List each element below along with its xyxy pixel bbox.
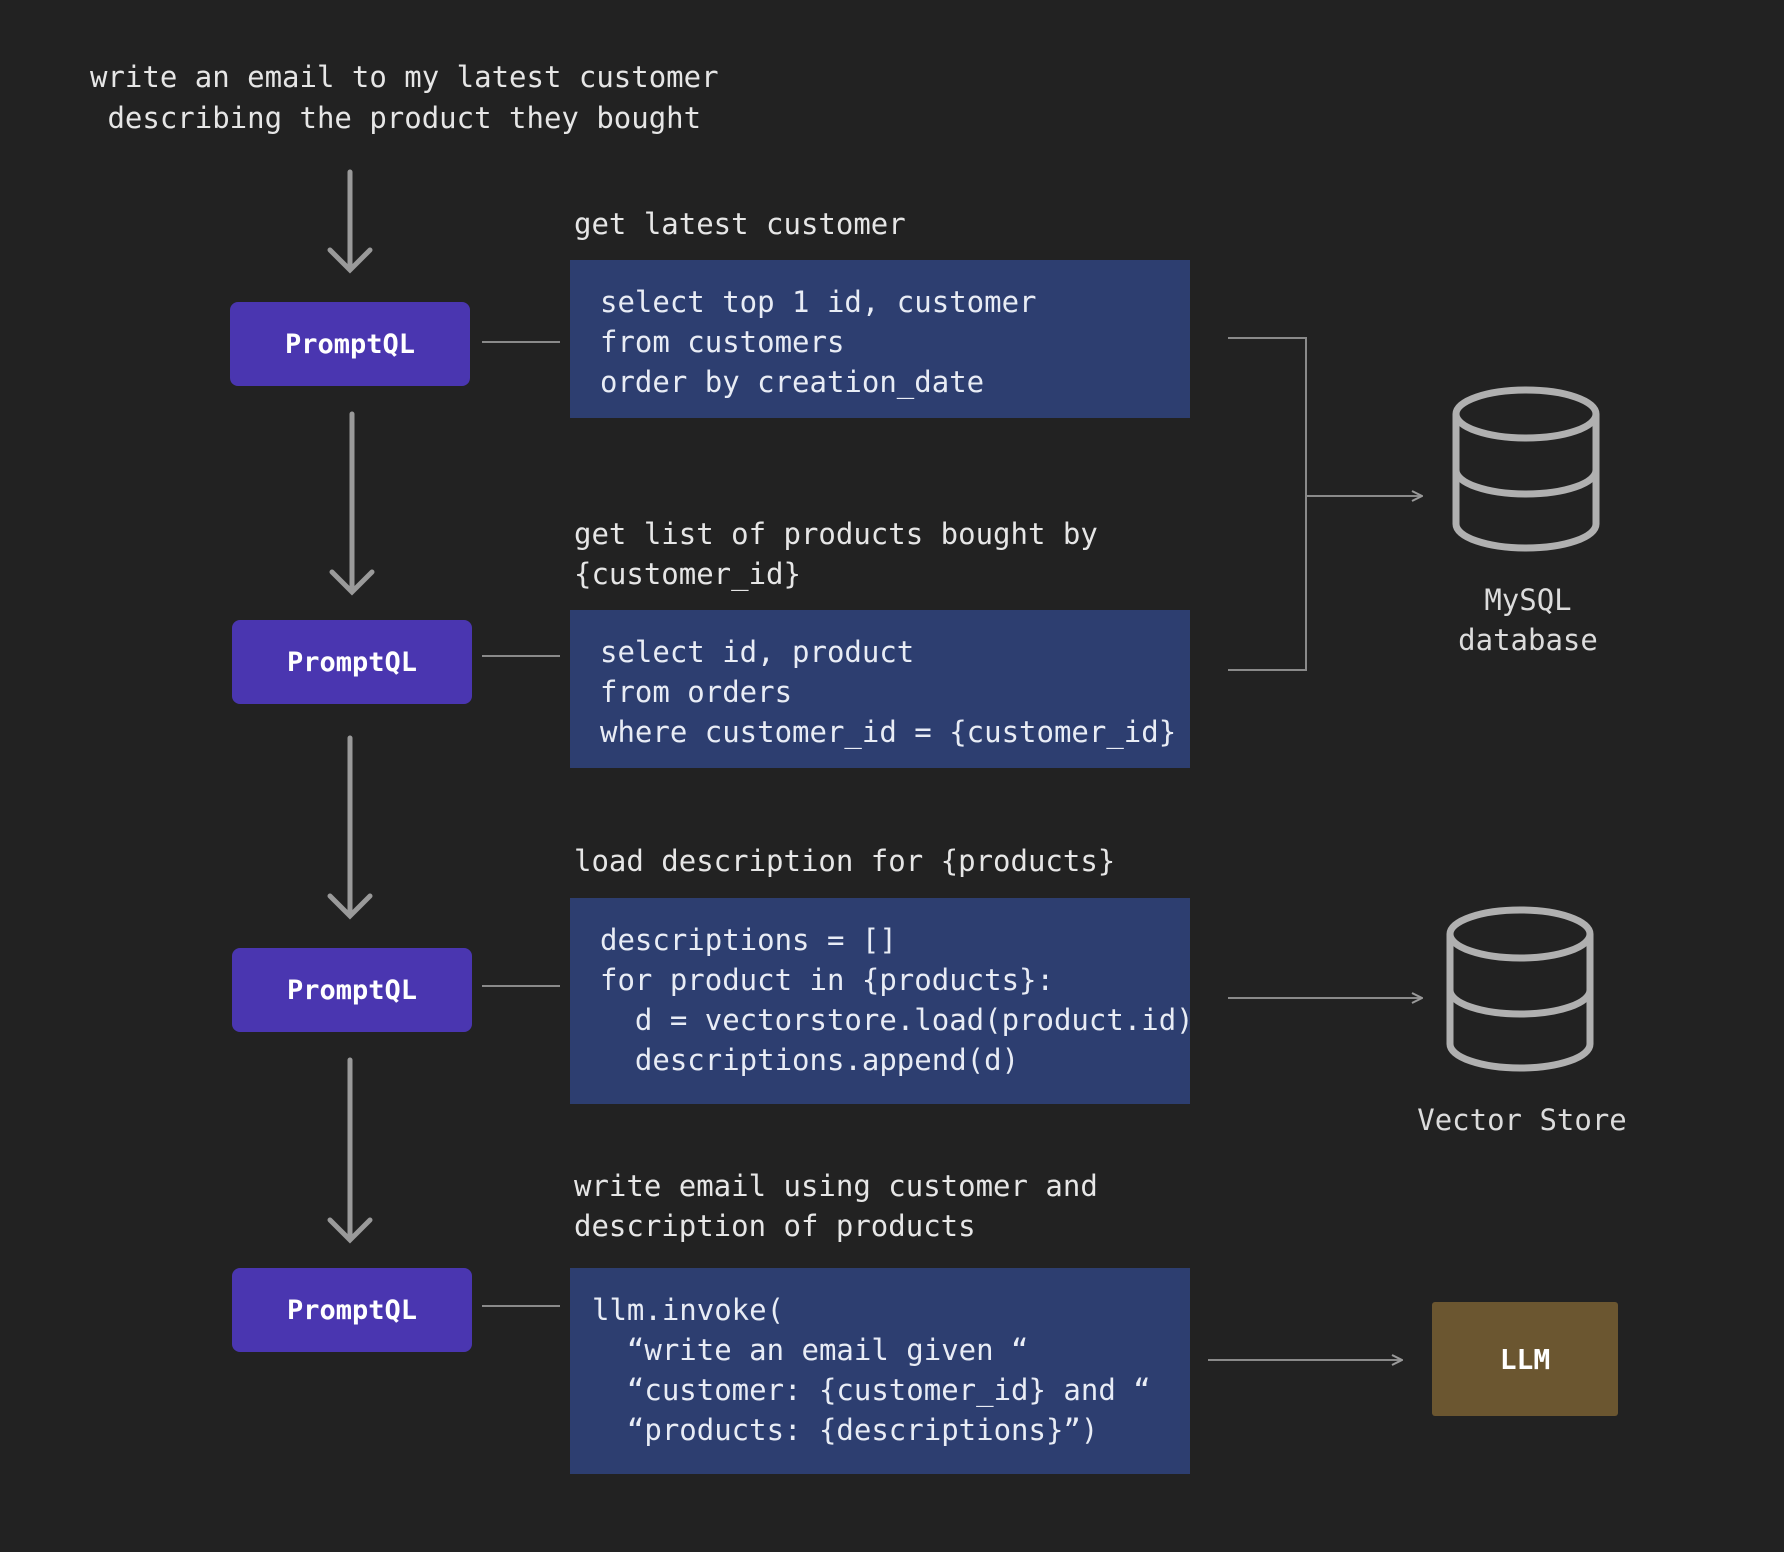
step-title-line: load description for {products} (574, 844, 1116, 878)
step-4-title: write email using customer and descriptio… (574, 1166, 1098, 1246)
user-prompt: write an email to my latest customer des… (90, 57, 719, 139)
mysql-label-line: database (1458, 623, 1598, 657)
step-2-title: get list of products bought by {customer_… (574, 514, 1098, 594)
flow-arrow-1 (327, 169, 373, 274)
code-line: d = vectorstore.load(product.id) (600, 1003, 1194, 1037)
mysql-label: MySQL database (1426, 580, 1630, 660)
node-label: PromptQL (284, 328, 416, 360)
database-icon (1446, 906, 1594, 1072)
code-block-1: select top 1 id, customer from customers o… (570, 260, 1190, 418)
code-block-4: llm.invoke( “write an email given “ “cus… (570, 1268, 1190, 1474)
promptql-node-4[interactable]: PromptQL (232, 1268, 472, 1352)
user-prompt-line: write an email to my latest customer (90, 60, 719, 94)
flow-arrow-2 (329, 411, 375, 596)
code-line: “write an email given “ (592, 1333, 1029, 1367)
step-title-line: get list of products bought by (574, 517, 1098, 551)
user-prompt-line: describing the product they bought (107, 101, 702, 135)
step-title-line: write email using customer and (574, 1169, 1098, 1203)
code-line: order by creation_date (600, 365, 985, 399)
code-line: from customers (600, 325, 845, 359)
mysql-bracket (1228, 337, 1307, 671)
code-line: where customer_id = {customer_id} (600, 715, 1177, 749)
llm-label: LLM (1499, 1342, 1551, 1376)
code-line: select top 1 id, customer (600, 285, 1037, 319)
step-3-title: load description for {products} (574, 841, 1115, 881)
flow-arrow-4 (327, 1057, 373, 1244)
promptql-node-1[interactable]: PromptQL (230, 302, 470, 386)
code-line: “products: {descriptions}”) (592, 1413, 1099, 1447)
code-block-2: select id, product from orders where custo… (570, 610, 1190, 768)
step-1-title: get latest customer (574, 204, 906, 244)
node-label: PromptQL (286, 646, 418, 678)
code-line: llm.invoke( (592, 1293, 785, 1327)
promptql-node-3[interactable]: PromptQL (232, 948, 472, 1032)
code-line: “customer: {customer_id} and “ (592, 1373, 1151, 1407)
step-title-line: description of products (574, 1209, 976, 1243)
code-line: descriptions.append(d) (600, 1043, 1020, 1077)
database-icon (1452, 386, 1600, 552)
code-line: from orders (600, 675, 793, 709)
promptql-node-2[interactable]: PromptQL (232, 620, 472, 704)
node-label: PromptQL (286, 974, 418, 1006)
step-title-line: {customer_id} (574, 557, 801, 591)
node-label: PromptQL (286, 1294, 418, 1326)
flow-arrow-3 (327, 735, 373, 920)
llm-node[interactable]: LLM (1432, 1302, 1618, 1416)
code-line: select id, product (600, 635, 915, 669)
code-block-3: descriptions = [] for product in {product… (570, 898, 1194, 1104)
code-line: for product in {products}: (600, 963, 1054, 997)
mysql-label-line: MySQL (1484, 583, 1572, 617)
step-title-line: get latest customer (574, 207, 906, 241)
vector-store-label: Vector Store (1417, 1103, 1627, 1137)
code-line: descriptions = [] (600, 923, 897, 957)
